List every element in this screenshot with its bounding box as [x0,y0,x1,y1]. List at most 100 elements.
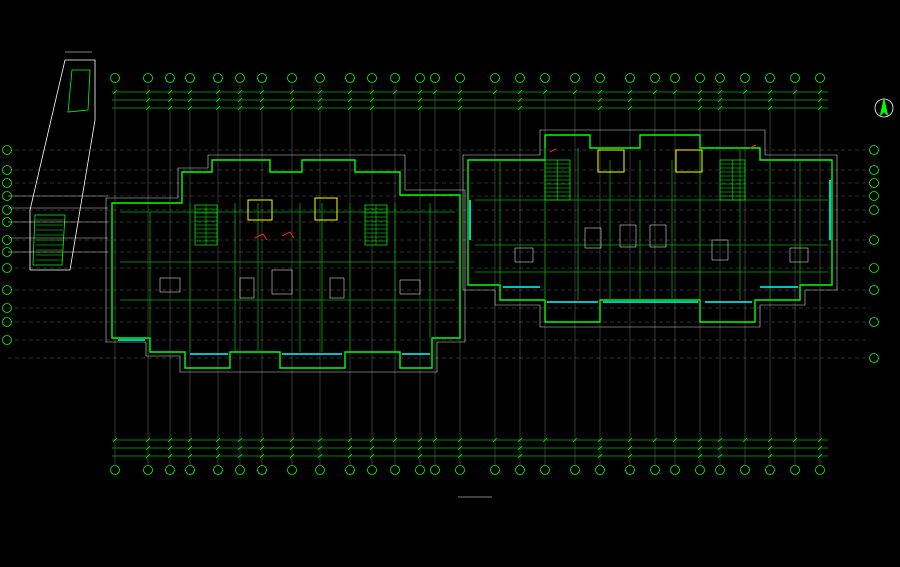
dimension-tick [369,437,375,443]
axis-bubble [345,73,355,83]
dimension-tick [572,437,578,443]
axis-bubble [869,165,879,175]
dimension-tick [237,97,243,103]
dimension-tick [767,97,773,103]
dimension-tick [417,453,423,459]
dimension-tick [187,105,193,111]
axis-bubble [2,178,12,188]
dimension-tick [597,445,603,451]
axis-bubble [287,73,297,83]
dimension-tick [417,105,423,111]
dimension-tick [717,97,723,103]
axis-bubble [455,73,465,83]
dimension-tick [167,453,173,459]
dimension-tick [289,105,295,111]
room-fixtures [159,224,809,299]
dimension-tick [572,89,578,95]
axis-bubble [765,73,775,83]
dimension-tick [369,453,375,459]
dimension-tick [347,445,353,451]
dimension-tick [187,453,193,459]
dimension-tick [167,445,173,451]
axis-bubble [2,263,12,273]
axis-bubble [235,465,245,475]
axis-bubble [490,73,500,83]
dimension-tick [112,437,118,443]
bottom-dimension-chain [112,437,828,459]
axis-bubble [2,235,12,245]
dimension-tick [697,437,703,443]
dimension-tick [417,445,423,451]
stair-treads [195,160,745,245]
dimension-tick [717,105,723,111]
axis-bubble [2,165,12,175]
axis-bubble [390,73,400,83]
dimension-tick [167,89,173,95]
dimension-tick [492,437,498,443]
axis-bubble [650,73,660,83]
dimension-tick [215,105,221,111]
building-west-block [111,159,461,369]
dimension-tick [432,437,438,443]
dimension-tick [457,105,463,111]
dimension-tick [347,105,353,111]
dimension-tick [259,445,265,451]
axis-bubble [869,317,879,327]
axis-bubble [345,465,355,475]
axis-bubble [2,145,12,155]
dimension-tick [817,453,823,459]
dimension-tick [145,437,151,443]
axis-bubble [515,465,525,475]
axis-bubble [165,465,175,475]
axis-bubble [455,465,465,475]
dimension-tick [317,97,323,103]
dimension-tick [392,437,398,443]
dimension-tick [697,445,703,451]
axis-bubble [869,285,879,295]
axis-bubble [143,73,153,83]
dimension-tick [259,97,265,103]
dimension-tick [369,445,375,451]
dimension-tick [517,105,523,111]
dimension-tick [542,437,548,443]
axis-bubble [165,73,175,83]
dimension-tick [597,105,603,111]
dimension-tick [417,97,423,103]
axis-bubble [110,465,120,475]
top-axis-bubbles [110,73,825,83]
axis-bubble [715,73,725,83]
inset-leader-lines [8,195,108,253]
dimension-tick [347,437,353,443]
axis-bubble [540,73,550,83]
dimension-tick [627,105,633,111]
dimension-tick [742,437,748,443]
dimension-tick [817,105,823,111]
axis-bubble [213,465,223,475]
dimension-tick [187,437,193,443]
dimension-tick [289,437,295,443]
dimension-tick [697,453,703,459]
axis-grid-lines [8,85,870,465]
dimension-tick [652,89,658,95]
axis-bubble [315,73,325,83]
dimension-tick [347,453,353,459]
axis-bubble [815,465,825,475]
dimension-tick [187,89,193,95]
dimension-tick [215,89,221,95]
dimension-tick [652,437,658,443]
axis-bubble [2,205,12,215]
right-axis-bubbles [869,145,879,363]
axis-bubble [790,73,800,83]
dimension-tick [259,453,265,459]
dimension-tick [597,453,603,459]
dimension-tick [672,437,678,443]
elevator-shafts [247,149,703,221]
dimension-tick [817,97,823,103]
bottom-axis-bubbles [110,465,825,475]
dimension-tick [767,437,773,443]
dimension-tick [672,89,678,95]
dimension-tick [717,453,723,459]
dimension-tick [259,105,265,111]
axis-bubble [869,353,879,363]
